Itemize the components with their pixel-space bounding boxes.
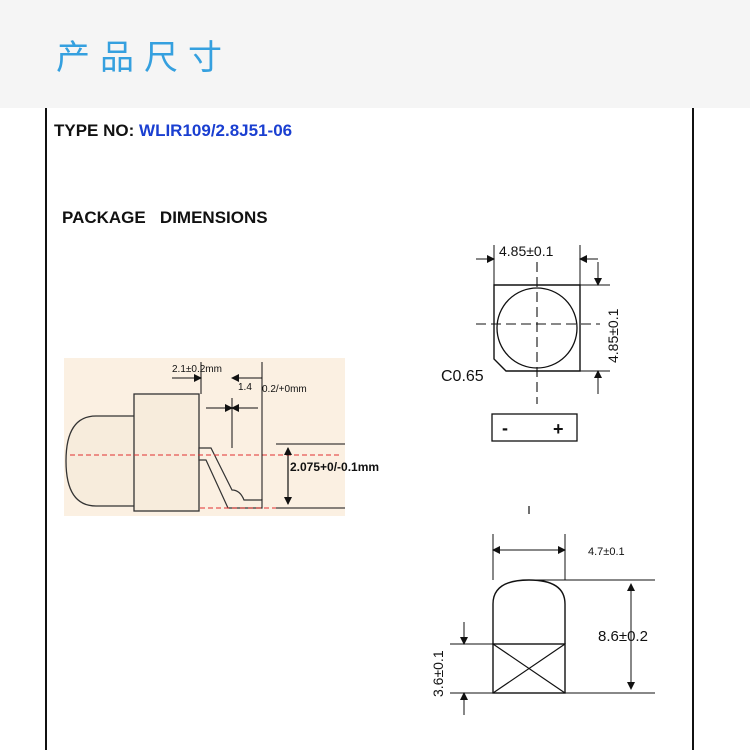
side-dim-width: 2.1±0.2mm — [172, 364, 222, 375]
package-outline — [493, 284, 581, 372]
dome-outline — [492, 579, 566, 644]
front-dim-base-height: 3.6±0.1 — [430, 650, 446, 697]
led-body — [133, 393, 200, 512]
type-label: TYPE NO: — [54, 121, 135, 140]
side-dim-step: 1.4 — [238, 382, 252, 393]
side-dim-height: 2.075+0/-0.1mm — [290, 460, 379, 474]
type-value: WLIR109/2.8J51-06 — [139, 121, 293, 140]
base-cross-2 — [492, 643, 566, 694]
top-dim-height: 4.85±0.1 — [605, 308, 621, 363]
base-block — [492, 643, 566, 694]
polarity-minus: - — [502, 418, 508, 438]
type-number: TYPE NO: WLIR109/2.8J51-06 — [54, 121, 292, 141]
top-view-drawing: 4.85±0.1 4.85±0.1 C0.65 - + — [441, 243, 621, 442]
header-band — [0, 0, 750, 108]
side-view-drawing: 2.1±0.2mm 1.4 0.2/+0mm 2.075+0/-0.1mm — [64, 358, 379, 516]
front-dim-width: 4.7±0.1 — [588, 546, 625, 558]
front-view-drawing: 4.7±0.1 8.6±0.2 3.6±0.1 — [430, 506, 655, 715]
led-dome — [65, 415, 134, 507]
chamfer-label: C0.65 — [441, 368, 484, 385]
front-dim-total-height: 8.6±0.2 — [598, 628, 648, 645]
top-dim-width: 4.85±0.1 — [499, 243, 554, 259]
package-dimensions-title: PACKAGE DIMENSIONS — [62, 208, 268, 227]
polarity-box — [491, 413, 578, 442]
panel-border-right — [692, 108, 694, 750]
page-heading: 产品尺寸 — [56, 38, 232, 78]
panel-border-left — [45, 108, 47, 750]
side-dim-tolerance: 0.2/+0mm — [262, 384, 307, 395]
polarity-plus: + — [553, 419, 564, 439]
